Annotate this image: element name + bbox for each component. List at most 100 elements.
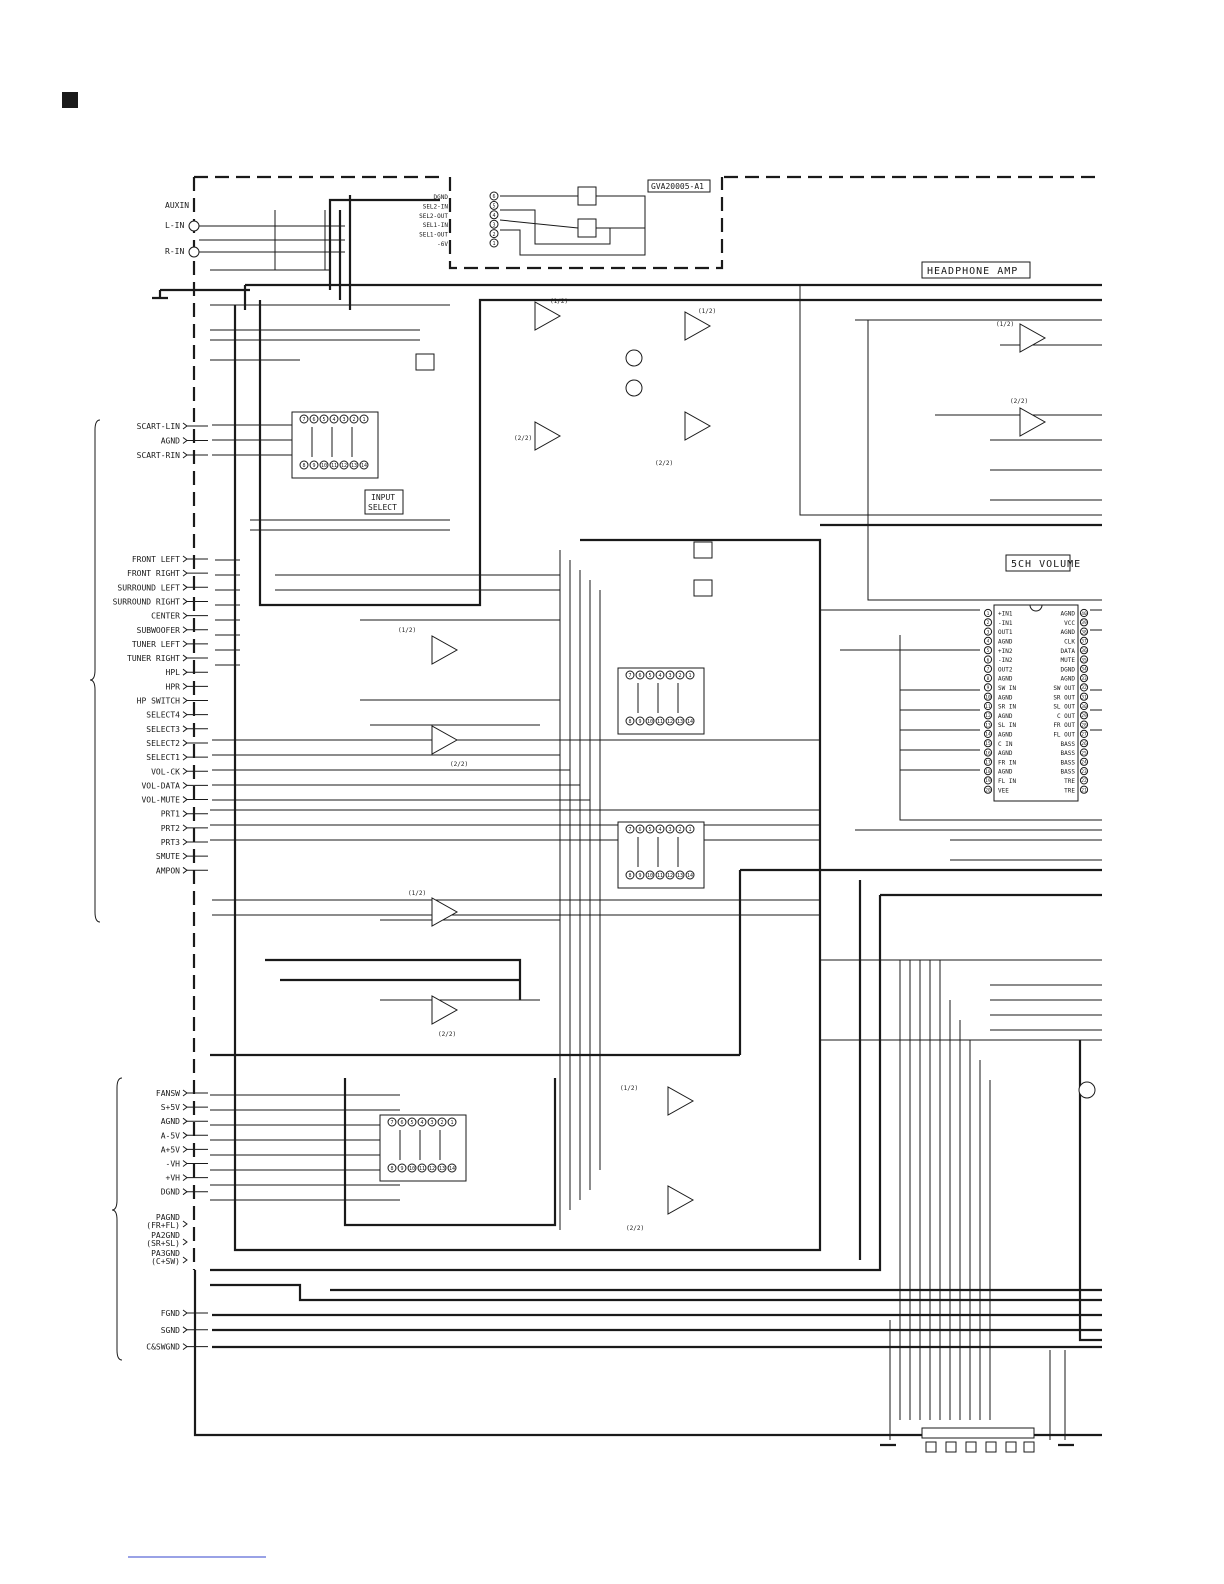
volume-pin-name: AGND xyxy=(998,750,1013,757)
power-signal-label: S+5V xyxy=(161,1103,180,1112)
signal-arrow xyxy=(182,1188,188,1196)
switch-pin xyxy=(645,716,655,726)
volume-pin-right xyxy=(1079,767,1089,776)
volume-pin-left xyxy=(983,618,993,627)
board-boundary xyxy=(192,175,1102,1270)
pa-ground-name: PAGND xyxy=(156,1213,180,1222)
switch-pin xyxy=(645,824,655,834)
switch-pin-number: 11 xyxy=(331,463,337,469)
signal-brace xyxy=(89,419,101,923)
switch-pin-number: 9 xyxy=(312,463,315,469)
signal-label: CENTER xyxy=(151,612,180,621)
signal-arrow xyxy=(182,810,188,818)
switch-pin xyxy=(675,824,685,834)
switch-pin-number: 11 xyxy=(419,1166,425,1172)
volume-pin-name: MUTE xyxy=(1061,657,1076,664)
volume-pin-number: 16 xyxy=(985,750,991,756)
switch-pin-number: 3 xyxy=(430,1120,433,1126)
volume-pin-number: 2 xyxy=(987,620,990,626)
signal-arrow xyxy=(182,852,188,860)
volume-title: 5CH VOLUME xyxy=(1011,559,1081,570)
aux-r-in-label: R-IN xyxy=(165,247,184,256)
volume-pin-number: 17 xyxy=(985,760,991,766)
signal-arrow xyxy=(182,1326,188,1334)
signal-label: SELECT4 xyxy=(146,711,180,720)
volume-pin-left xyxy=(983,729,993,739)
signal-arrow xyxy=(182,555,188,563)
power-signal-label: AGND xyxy=(161,1117,180,1126)
signal-arrow xyxy=(182,1256,188,1264)
switch-pin xyxy=(387,1163,397,1173)
volume-pin-right xyxy=(1079,655,1089,664)
volume-pin-right xyxy=(1079,692,1089,701)
volume-pin-name: CLK xyxy=(1064,639,1075,646)
volume-pin-number: 7 xyxy=(987,667,990,673)
signal-arrow xyxy=(182,697,188,704)
switch-pin xyxy=(437,1163,447,1173)
switch-pin xyxy=(625,870,635,880)
switch-internal xyxy=(637,837,679,867)
opamp-label: (2/2) xyxy=(1010,398,1028,405)
switch-pin-number: 12 xyxy=(429,1166,435,1172)
opamp-labels: (1/2) (1/2) (2/2) (2/2) (1/2) (2/2) (1/2… xyxy=(398,298,1028,1232)
aux-pin xyxy=(489,191,499,201)
volume-pin-number: 11 xyxy=(985,704,991,710)
switch-pin xyxy=(625,716,635,726)
signal-arrow xyxy=(182,711,188,719)
signal-label: SUBWOOFER xyxy=(137,626,181,635)
signal-arrow xyxy=(182,1103,188,1111)
signal-arrow xyxy=(182,1160,188,1167)
volume-pin-left xyxy=(983,711,993,720)
switch-pin-number: 12 xyxy=(667,719,673,725)
power-brace xyxy=(111,1077,123,1361)
switch-pin xyxy=(645,870,655,880)
opamp-label: (2/2) xyxy=(626,1225,644,1232)
aux-pin-number: 4 xyxy=(492,213,495,219)
volume-pin-number: 38 xyxy=(1081,629,1087,635)
volume-pin-name: FR IN xyxy=(998,759,1016,766)
switch-pin-number: 5 xyxy=(322,417,325,423)
volume-pin-right xyxy=(1079,627,1089,636)
signal-arrow xyxy=(182,1117,188,1125)
volume-pin-name: C OUT xyxy=(1057,713,1075,720)
switch-pin-number: 3 xyxy=(342,417,345,423)
headphone-amp-title: HEADPHONE AMP xyxy=(927,266,1018,277)
signal-arrow xyxy=(182,640,188,648)
switch-pin-number: 10 xyxy=(647,719,653,725)
switch-pin-number: 9 xyxy=(638,873,641,879)
volume-pin-name: TRE xyxy=(1064,787,1075,794)
aux-pin-number: 5 xyxy=(492,204,495,210)
volume-pin-right xyxy=(1079,720,1089,729)
signal-label: VOL-CK xyxy=(151,767,180,776)
switch-pin xyxy=(645,670,655,680)
switch-pin-number: 14 xyxy=(361,463,367,469)
switch-pin-number: 8 xyxy=(302,463,305,469)
signal-arrow xyxy=(182,866,188,874)
switch-pin xyxy=(685,670,695,680)
volume-pin-right xyxy=(1079,757,1089,766)
switch-pin-number: 9 xyxy=(400,1166,403,1172)
volume-pin-number: 32 xyxy=(1081,685,1087,691)
volume-pin-number: 35 xyxy=(1081,657,1087,663)
volume-pin-name: DGND xyxy=(1061,666,1076,673)
volume-pin-left xyxy=(983,701,993,711)
volume-pin-number: 19 xyxy=(985,778,991,784)
switch-pin xyxy=(339,414,349,424)
switch-pin xyxy=(417,1163,427,1173)
volume-pin-name: SL OUT xyxy=(1053,704,1075,711)
switch-pin-number: 5 xyxy=(648,673,651,679)
volume-pin-name: -IN1 xyxy=(998,620,1013,627)
ground-label: FGND xyxy=(161,1309,180,1318)
switch-pin xyxy=(407,1163,417,1173)
switch-pin-number: 5 xyxy=(648,827,651,833)
opamp-label: (1/2) xyxy=(398,627,416,634)
volume-pin-name: SW OUT xyxy=(1053,685,1075,692)
signal-label: AMPON xyxy=(156,866,180,875)
volume-pin-number: 33 xyxy=(1081,676,1087,682)
power-signal-label: A+5V xyxy=(161,1145,180,1154)
signal-label: SELECT1 xyxy=(146,753,180,762)
switch-pin xyxy=(309,414,319,424)
